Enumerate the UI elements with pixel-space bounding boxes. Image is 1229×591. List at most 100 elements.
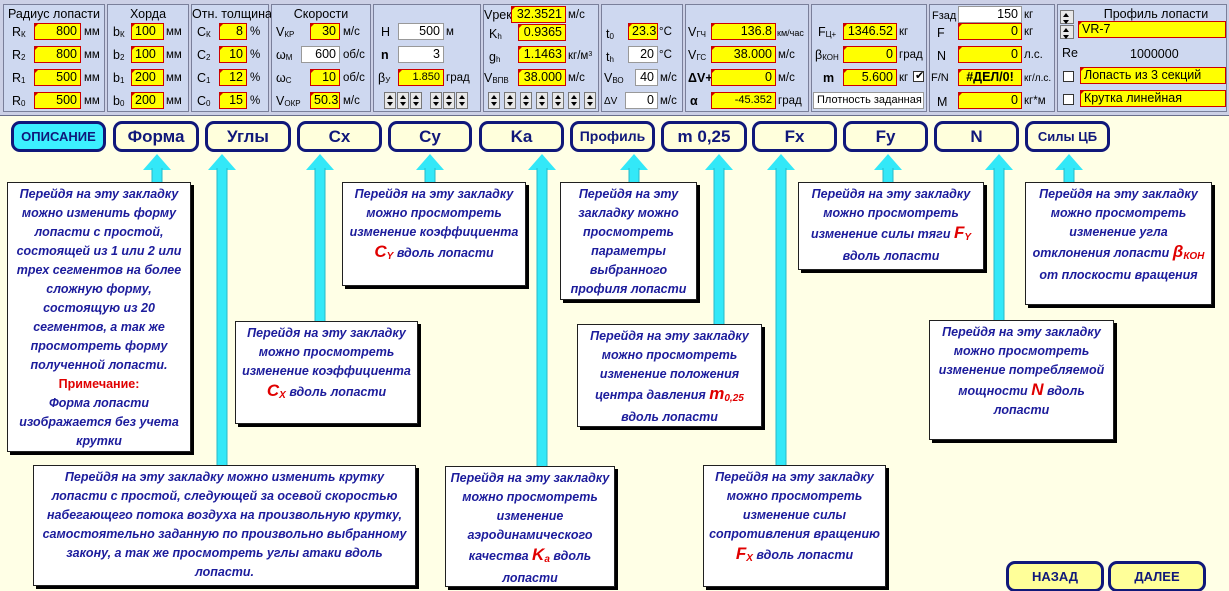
tab-fy[interactable]: Fy (843, 121, 928, 152)
dv-field[interactable]: 0 (625, 92, 658, 109)
arrow-ka (528, 154, 556, 466)
beta-y-field[interactable]: 1.850 (398, 69, 444, 86)
tab-ka[interactable]: Ka (479, 121, 564, 152)
desc-ugly: Перейдя на эту закладку можно изменить к… (33, 465, 416, 586)
desc-cb-post: от плоскости вращения (1039, 268, 1198, 282)
desc-fx-symbol: FX (735, 544, 753, 564)
radius-label-r1: R1 (12, 71, 26, 85)
radius-rk-field[interactable]: 800 (34, 23, 81, 40)
spinner-13[interactable] (584, 92, 596, 109)
radius-r0-field[interactable]: 500 (34, 92, 81, 109)
radius-r2-field[interactable]: 800 (34, 46, 81, 63)
tab-ugly[interactable]: Углы (205, 121, 291, 152)
chord-bk-field[interactable]: 100 (131, 23, 164, 40)
desc-fx: Перейдя на эту закладку можно просмотрет… (703, 465, 886, 587)
thickness-c1-field[interactable]: 12 (219, 69, 247, 86)
speed-wc-field[interactable]: 10 (310, 69, 340, 86)
thickness-ck-field[interactable]: 8 (219, 23, 247, 40)
radius-title: Радиус лопасти (7, 7, 101, 21)
n-field[interactable]: 3 (398, 46, 444, 63)
desc-cy-symbol: CY (374, 242, 394, 262)
twist-field[interactable]: Крутка линейная (1080, 90, 1226, 107)
desc-ka-symbol: Ka (532, 545, 550, 565)
re-label: Re (1062, 46, 1078, 60)
spinner-2[interactable] (397, 92, 409, 109)
back-button[interactable]: НАЗАД (1006, 561, 1104, 591)
tab-sily-cb[interactable]: Силы ЦБ (1025, 121, 1110, 152)
spinner-9[interactable] (520, 92, 532, 109)
vvo-label: VВО (604, 71, 624, 85)
thickness-c0-field[interactable]: 15 (219, 92, 247, 109)
tab-profil[interactable]: Профиль (570, 121, 655, 152)
desc-fx-post: вдоль лопасти (756, 548, 854, 562)
spinner-11[interactable] (552, 92, 564, 109)
profile-scroll-down[interactable] (1060, 25, 1074, 39)
tab-m025[interactable]: m 0,25 (661, 121, 747, 152)
tab-opisanie[interactable]: ОПИСАНИЕ (11, 121, 106, 152)
desc-cx: Перейдя на эту закладку можно просмотрет… (235, 321, 418, 424)
dvp-label: ΔV+ (688, 71, 713, 85)
desc-m025-symbol: m0,25 (709, 384, 744, 404)
spinner-10[interactable] (536, 92, 548, 109)
chord-label-bk: bК (113, 25, 125, 39)
h-field[interactable]: 500 (398, 23, 444, 40)
fzad-field[interactable]: 150 (958, 6, 1022, 23)
speed-label-wc: ωС (276, 71, 292, 85)
speed-vokr-field[interactable]: 50.3 (310, 92, 340, 109)
spinner-6[interactable] (456, 92, 468, 109)
arrow-forma (143, 154, 171, 182)
tab-fx[interactable]: Fx (752, 121, 837, 152)
m-label: m (823, 71, 835, 85)
dv-label: ΔV (604, 96, 618, 107)
tab-n[interactable]: N (934, 121, 1019, 152)
next-button[interactable]: ДАЛЕЕ (1108, 561, 1206, 591)
spinner-4[interactable] (430, 92, 442, 109)
sections-field[interactable]: Лопасть из 3 секций (1080, 67, 1226, 84)
chord-b0-unit: мм (166, 95, 182, 107)
desc-forma-text: Перейдя на эту закладку можно изменить ф… (16, 187, 182, 372)
moment-unit: кг*м (1024, 95, 1046, 107)
spinner-3[interactable] (410, 92, 422, 109)
desc-forma-note-text: Форма лопасти изображается без учета кру… (19, 396, 179, 448)
profile-scroll-up[interactable] (1060, 10, 1074, 24)
beta-y-label: βУ (378, 71, 391, 85)
tab-forma[interactable]: Форма (113, 121, 199, 152)
spinner-5[interactable] (443, 92, 455, 109)
moment-label: M (937, 95, 948, 109)
tab-cy[interactable]: Cy (388, 121, 472, 152)
chord-b1-field[interactable]: 200 (131, 69, 164, 86)
vvo-field[interactable]: 40 (635, 69, 658, 86)
desc-ka-pre: Перейдя на эту закладку можно просмотрет… (450, 471, 610, 563)
desc-m025-post: вдоль лопасти (621, 410, 718, 424)
speed-vkr-field[interactable]: 30 (310, 23, 340, 40)
spinner-7[interactable] (488, 92, 500, 109)
radius-label-rk: RК (12, 25, 26, 39)
alpha-label: α (690, 94, 698, 108)
vrek-label: Vрек (484, 8, 512, 22)
t0-label: t0 (606, 27, 614, 41)
radius-r0-unit: мм (84, 95, 100, 107)
chord-b0-field[interactable]: 200 (131, 92, 164, 109)
twist-checkbox[interactable] (1063, 94, 1074, 105)
tab-cx[interactable]: Cx (297, 121, 382, 152)
density-field[interactable]: Плотность заданная (813, 92, 924, 109)
speed-wm-unit: об/с (343, 49, 365, 61)
m-field[interactable]: 5.600 (843, 69, 897, 86)
sections-checkbox[interactable] (1063, 71, 1074, 82)
desc-n-post: вдоль лопасти (993, 384, 1085, 417)
m-checkbox[interactable]: ✔ (913, 70, 924, 82)
th-field[interactable]: 20 (628, 46, 658, 63)
t0-field[interactable]: 23.3 (628, 23, 658, 40)
thickness-ck-unit: % (250, 26, 261, 38)
speed-wm-field[interactable]: 600 (301, 46, 340, 63)
alpha-unit: град (778, 95, 802, 107)
kh-field: 0.9365 (518, 24, 566, 41)
spinner-1[interactable] (384, 92, 396, 109)
thickness-c2-field[interactable]: 10 (219, 46, 247, 63)
profile-select[interactable]: VR-7 (1078, 21, 1226, 38)
spinner-12[interactable] (568, 92, 580, 109)
spinner-8[interactable] (504, 92, 516, 109)
thickness-c2-unit: % (250, 49, 261, 61)
radius-r1-field[interactable]: 500 (34, 69, 81, 86)
chord-b2-field[interactable]: 100 (131, 46, 164, 63)
